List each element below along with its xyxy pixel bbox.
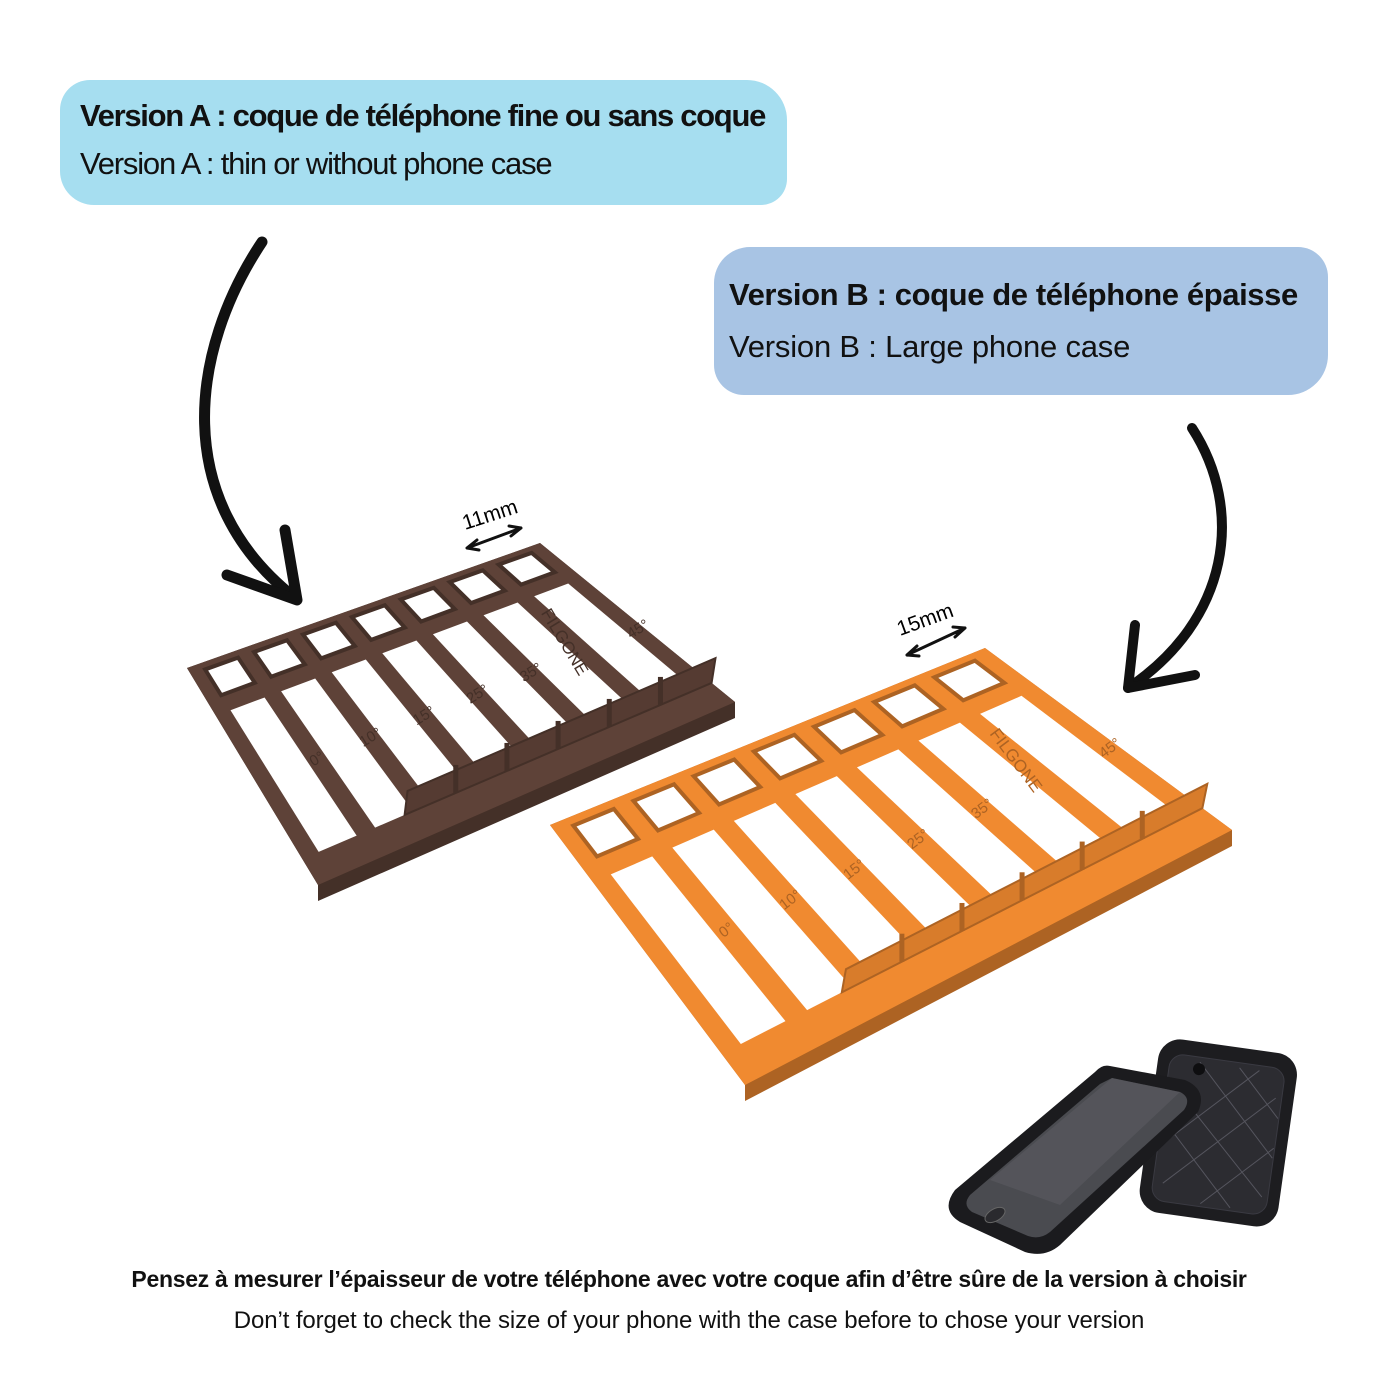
stand-slot [918, 722, 1117, 875]
stand-slot [281, 678, 414, 828]
thickness-label-a: 11mm [459, 495, 520, 534]
stand-slot [610, 856, 786, 1044]
stand-slot [331, 659, 470, 804]
stand-back-wall-opening [494, 550, 559, 587]
stand-slot [980, 695, 1184, 841]
stand-slot [856, 749, 1051, 909]
stand-back-wall-opening [930, 658, 1009, 703]
phone-stand-version-b: 0°10°15°25°35°45°FILGONE [550, 648, 1232, 1101]
stand-back-wall-opening [446, 568, 509, 606]
curved-arrow-icon [1123, 423, 1227, 693]
version-b-subtitle: Version B : Large phone case [729, 329, 1131, 364]
curved-arrow-icon [199, 236, 303, 606]
stand-back-wall-opening [690, 757, 764, 807]
version-b-callout: Version B : coque de téléphone épaisse V… [714, 247, 1328, 395]
stand-slot [672, 829, 852, 1011]
stand-back-wall-opening [202, 655, 258, 698]
stand-slot [230, 697, 357, 852]
version-a-title: Version A : coque de téléphone fine ou s… [80, 98, 766, 133]
stand-back-wall-opening [250, 637, 308, 680]
stand-back-wall-opening [299, 620, 359, 661]
stand-back-wall-opening [397, 585, 459, 624]
stand-slot [733, 802, 919, 977]
stand-back-wall-opening [630, 781, 703, 833]
phone-stand-version-a: 0°10°15°25°35°45°FILGONE [187, 543, 735, 901]
footer-note-en: Don’t forget to check the size of your p… [233, 1307, 1145, 1334]
footer-note-fr: Pensez à mesurer l’épaisseur de votre té… [131, 1266, 1247, 1292]
phone-icon [948, 1065, 1202, 1254]
version-a-subtitle: Version A : thin or without phone case [80, 146, 553, 181]
double-arrow-icon [465, 524, 523, 552]
stand-back-wall-opening [810, 707, 886, 755]
double-arrow-icon [905, 625, 967, 658]
thickness-label-b: 15mm [894, 599, 957, 641]
stand-slot [483, 602, 639, 731]
stand-back-wall-opening [870, 683, 948, 729]
stand-back-wall-opening [348, 602, 409, 643]
stand-slot [795, 776, 985, 943]
version-b-title: Version B : coque de téléphone épaisse [729, 277, 1298, 312]
stand-slot [432, 621, 583, 755]
stand-back-wall-opening [750, 732, 825, 781]
stand-slot [534, 583, 696, 707]
version-a-callout: Version A : coque de téléphone fine ou s… [60, 80, 787, 205]
stand-back-wall-opening [570, 806, 642, 859]
stand-slot [382, 640, 526, 780]
